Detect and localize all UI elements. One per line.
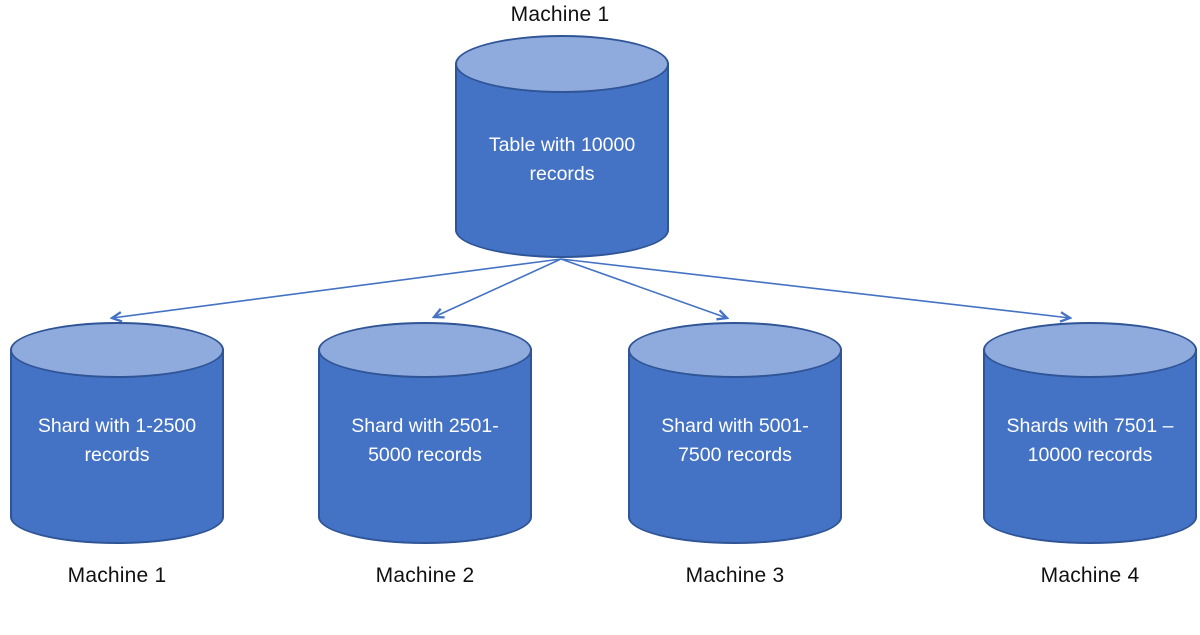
source-table-label-line1: Table with 10000 — [488, 134, 636, 156]
shard-1-label-line2: records — [84, 444, 150, 467]
arrow-to-shard-4 — [560, 258, 1070, 318]
cylinder-top-ellipse — [628, 322, 842, 378]
shard-2-label-line2: 5000 records — [368, 444, 482, 467]
shard-2-label: Shard with 2501- 5000 records — [326, 412, 524, 471]
arrow-to-shard-2 — [434, 258, 562, 317]
shard-2-machine-label: Machine 2 — [375, 564, 475, 587]
shard-4-label-line1: Shards with 7501 – — [1006, 415, 1174, 437]
cylinder-body — [10, 349, 224, 544]
shard-4-label-line2: 10000 records — [1027, 444, 1153, 467]
arrow-to-shard-1 — [112, 258, 562, 318]
source-machine-label: Machine 1 — [510, 3, 610, 26]
source-table-label: Table with 10000 records — [463, 131, 661, 190]
shard-1-machine-label: Machine 1 — [67, 564, 167, 587]
cylinder-top-ellipse — [318, 322, 532, 378]
shard-1-label-line1: Shard with 1-2500 — [37, 415, 197, 437]
shard-3-label: Shard with 5001- 7500 records — [636, 412, 834, 471]
cylinder-body — [628, 349, 842, 544]
shard-4-machine-label: Machine 4 — [1040, 564, 1140, 587]
shard-cylinder-1: Shard with 1-2500 records — [10, 322, 224, 544]
cylinder-top-ellipse — [10, 322, 224, 378]
cylinder-body — [455, 63, 669, 258]
cylinder-body — [318, 349, 532, 544]
cylinder-top-ellipse — [983, 322, 1197, 378]
cylinder-top-ellipse — [455, 35, 669, 93]
shard-cylinder-4: Shards with 7501 – 10000 records — [983, 322, 1197, 544]
shard-3-label-line2: 7500 records — [678, 444, 792, 467]
shard-cylinder-3: Shard with 5001- 7500 records — [628, 322, 842, 544]
source-table-label-line2: records — [529, 163, 595, 186]
shard-3-label-line1: Shard with 5001- — [661, 415, 809, 437]
shard-4-label: Shards with 7501 – 10000 records — [991, 412, 1189, 471]
shard-2-label-line1: Shard with 2501- — [351, 415, 499, 437]
shard-1-label: Shard with 1-2500 records — [18, 412, 216, 471]
cylinder-body — [983, 349, 1197, 544]
shard-3-machine-label: Machine 3 — [685, 564, 785, 587]
shard-cylinder-2: Shard with 2501- 5000 records — [318, 322, 532, 544]
source-table-cylinder: Table with 10000 records — [455, 35, 669, 258]
arrow-to-shard-3 — [560, 258, 727, 318]
